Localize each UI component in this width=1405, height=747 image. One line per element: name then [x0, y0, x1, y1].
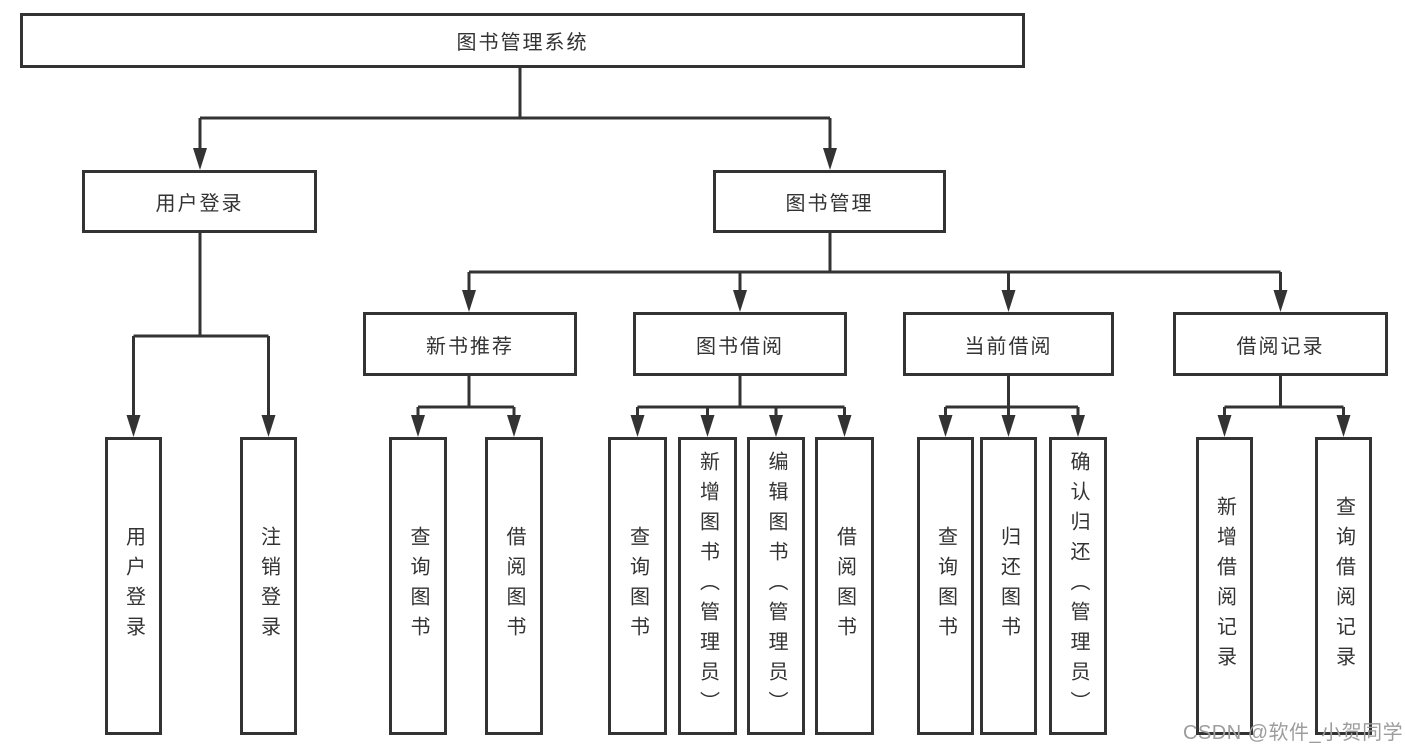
node-label: 归还图书 — [997, 526, 1020, 646]
node-leaf-add-borrow-record: 新增借阅记录 — [1196, 437, 1253, 735]
wire-current-to-leaves — [944, 376, 1080, 419]
node-book-management: 图书管理 — [713, 170, 946, 233]
node-root-system: 图书管理系统 — [20, 13, 1025, 68]
arrowhead-icon — [1071, 415, 1085, 437]
node-leaf-query-books-current: 查询图书 — [917, 437, 974, 735]
wire-login-to-leaves — [132, 233, 270, 419]
arrowhead-icon — [769, 415, 783, 437]
node-leaf-return-books: 归还图书 — [980, 437, 1037, 735]
node-label: 新增借阅记录 — [1213, 496, 1236, 676]
node-leaf-query-borrow-record: 查询借阅记录 — [1315, 437, 1372, 735]
node-user-login: 用户登录 — [82, 170, 317, 233]
arrowhead-icon — [1273, 290, 1288, 312]
node-leaf-query-books-recommend: 查询图书 — [389, 437, 447, 735]
wire-records-to-leaves — [1223, 376, 1345, 419]
arrowhead-icon — [193, 148, 207, 170]
node-leaf-edit-book-admin: 编辑图书（管理员） — [747, 437, 805, 735]
node-leaf-logout: 注销登录 — [240, 437, 297, 735]
arrowhead-icon — [411, 415, 425, 437]
node-label: 查询借阅记录 — [1332, 496, 1355, 676]
node-label: 编辑图书（管理员） — [765, 451, 787, 721]
node-label: 查询图书 — [626, 526, 649, 646]
arrowhead-icon — [1001, 290, 1016, 312]
node-label: 用户登录 — [122, 526, 145, 646]
wire-root-to-level2 — [198, 68, 832, 150]
arrowhead-icon — [261, 415, 276, 437]
arrowheads — [126, 148, 1351, 437]
node-leaf-borrow-books-recommend: 借阅图书 — [485, 437, 543, 735]
node-new-book-recommend: 新书推荐 — [363, 312, 577, 376]
node-leaf-user-login: 用户登录 — [105, 437, 162, 735]
arrowhead-icon — [837, 415, 852, 437]
node-leaf-borrow-books: 借阅图书 — [815, 437, 874, 735]
node-borrowing-records: 借阅记录 — [1173, 312, 1388, 376]
wire-borrowing-to-leaves — [636, 376, 846, 419]
arrowhead-icon — [507, 415, 521, 437]
arrowhead-icon — [1217, 415, 1232, 437]
node-leaf-query-books-borrowing: 查询图书 — [608, 437, 667, 735]
node-label: 确认归还（管理员） — [1067, 451, 1089, 721]
arrowhead-icon — [700, 415, 715, 437]
arrowhead-icon — [1336, 415, 1351, 437]
wire-recommend-to-leaves — [416, 376, 516, 419]
node-label: 借阅图书 — [503, 526, 525, 646]
arrowhead-icon — [823, 148, 837, 170]
arrowhead-icon — [1001, 415, 1016, 437]
node-leaf-add-book-admin: 新增图书（管理员） — [678, 437, 737, 735]
node-current-borrowing: 当前借阅 — [903, 312, 1114, 376]
wire-mgmt-to-level3 — [467, 233, 1282, 294]
arrowhead-icon — [462, 290, 476, 312]
arrowhead-icon — [938, 415, 953, 437]
node-label: 查询图书 — [934, 526, 957, 646]
watermark: CSDN @软件_小贺同学 — [1183, 722, 1404, 744]
connector-lines — [132, 68, 1345, 419]
node-label: 注销登录 — [257, 526, 280, 646]
node-label: 借阅图书 — [833, 526, 856, 646]
node-label: 查询图书 — [407, 526, 429, 646]
arrowhead-icon — [733, 290, 747, 312]
arrowhead-icon — [630, 415, 645, 437]
node-label: 新增图书（管理员） — [696, 451, 719, 721]
node-leaf-confirm-return-admin: 确认归还（管理员） — [1049, 437, 1107, 735]
arrowhead-icon — [126, 415, 141, 437]
node-book-borrowing: 图书借阅 — [633, 312, 847, 376]
